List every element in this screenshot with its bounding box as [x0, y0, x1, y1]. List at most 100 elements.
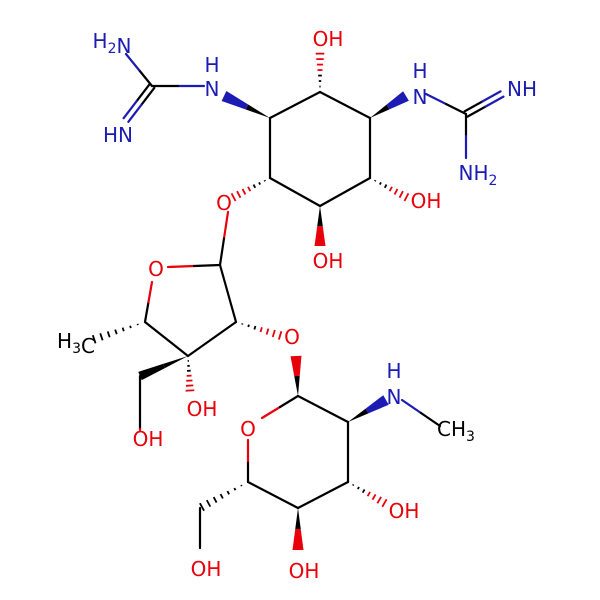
- pyr-c5-ch2-hash-hash-3: [226, 490, 230, 495]
- label-n-methylamino: N: [387, 385, 402, 409]
- c3-n-wedge-b: [386, 91, 409, 110]
- c6-o-hash-hash-2: [258, 181, 261, 185]
- fur-c4-o-b: [147, 280, 154, 304]
- pyr-c5-ch2-hash-hash-5: [212, 496, 218, 503]
- pyr-c3-oh-hash-hash-3: [361, 488, 366, 494]
- n-right-c-a: [424, 92, 448, 106]
- c4-oh-hash-hash-4: [388, 186, 393, 192]
- fur-c2-o-hash-hash-6: [271, 329, 276, 338]
- pyr-c5-ch2-hash-hash-6: [205, 499, 212, 508]
- pyr-c5-ch2-hash-hash-7: [199, 502, 205, 512]
- pyr-c3-oh-hash-hash-7: [381, 498, 388, 508]
- guan-right-imine-1-b: [484, 95, 505, 108]
- pyr-c3-oh-hash-hash-5: [371, 493, 377, 501]
- label-oh-right: OH: [411, 189, 442, 213]
- label-o-glycoside-2: O: [284, 325, 300, 349]
- fur-c2-o-hash-hash-3: [253, 325, 257, 330]
- pyr-c4-oh-wedge-b: [292, 529, 304, 550]
- c4-oh-hash-hash-3: [383, 184, 388, 189]
- pyr-n-ch3-a: [400, 398, 423, 415]
- ring-bond-2: [318, 90, 372, 120]
- fur-c3-ch2-wedge-a: [163, 356, 188, 369]
- pyr-o-c1-b: [278, 394, 300, 409]
- guan-right-imine-1-a: [466, 105, 487, 118]
- fur-c2-o-hash-hash-2: [247, 324, 250, 328]
- guan-left-imine-2-b: [127, 103, 143, 123]
- label-nh-imine-right: NH: [507, 77, 537, 101]
- c6-o-hash-hash-1: [263, 179, 266, 182]
- pyr-c2-n-wedge-a: [348, 408, 369, 422]
- label-oh-ch2: OH: [133, 427, 164, 451]
- fur-c4-ch3-hash-hash-4: [114, 329, 118, 335]
- c3-n-wedge-a: [370, 104, 390, 118]
- guan-left-imine-2-a: [140, 86, 156, 106]
- label-ch3-methylamino: CH3: [437, 417, 475, 445]
- fur-c4-ch3-hash-hash-7: [91, 334, 97, 344]
- c6-o-hash-hash-5: [241, 188, 247, 195]
- guan-right-imine-2-b: [481, 90, 502, 103]
- label-o-glycoside-1: O: [216, 191, 232, 215]
- c6-o-hash-hash-7: [230, 192, 237, 202]
- ring-bond-1: [268, 90, 322, 120]
- label-oh-pyranose-right: OH: [389, 499, 420, 523]
- c1-n-wedge-a: [245, 104, 270, 118]
- guan-left-imine-1-a: [135, 83, 151, 103]
- c4-oh-hash-hash-7: [403, 192, 410, 202]
- pyr-c5-ch2-hash-hash-2: [233, 487, 237, 491]
- fur-c4-ch3-hash-hash-2: [129, 325, 132, 329]
- fur-c3-c4: [143, 320, 190, 358]
- c4-oh-hash-hash-6: [398, 190, 404, 199]
- pyr-c3-c4: [296, 480, 350, 510]
- wedge-bond-layer: [91, 52, 410, 550]
- guan-left-imine-1-b: [122, 100, 138, 120]
- c5-oh-wedge-b: [314, 226, 326, 246]
- label-hn-imine-left: HN: [103, 123, 133, 147]
- bond-layer: [122, 52, 505, 550]
- label-n-right-h: H: [412, 59, 427, 83]
- pyr-c2-n-wedge-b: [365, 395, 389, 414]
- c6-o-hash-hash-6: [236, 190, 242, 199]
- fur-c4-ch3-hash-hash-5: [106, 331, 111, 338]
- label-oh-top: OH: [313, 27, 344, 51]
- label-n-left: N: [205, 77, 220, 101]
- label-nh2-right: NH2: [459, 161, 498, 189]
- label-h2n-left: H2N: [93, 29, 132, 58]
- pyr-c1-o-wedge-a: [294, 375, 300, 396]
- pyr-c3-oh-hash-hash-2: [357, 486, 360, 490]
- pyr-c4-oh-wedge-a: [295, 508, 301, 529]
- pyr-c1-o-wedge-b: [290, 355, 302, 377]
- fur-c3-ch2-wedge-b: [138, 363, 165, 381]
- fur-c2-o-hash-hash-4: [259, 327, 263, 333]
- pyr-o-c1-a: [260, 405, 282, 420]
- fur-o-c1-a: [166, 264, 196, 269]
- ring-bond-4: [318, 176, 372, 208]
- fur-c4-o-a: [143, 300, 150, 324]
- pyr-c5-ch2-hash-hash-1: [240, 484, 243, 487]
- label-n-right: N: [413, 85, 428, 109]
- o-link1-c1-a: [222, 210, 230, 240]
- pyr-c1-c2: [296, 394, 350, 424]
- label-n-methylamino-h: H: [386, 359, 401, 383]
- fur-c1-c2: [218, 263, 238, 324]
- pyr-c3-oh-hash-hash-1: [352, 484, 355, 486]
- n-right-c-b: [444, 102, 468, 116]
- ring-bond-5: [268, 176, 322, 208]
- label-o-furanose-ring: O: [148, 257, 164, 281]
- guan-right-imine-2-a: [463, 100, 484, 113]
- label-o-pyranose-ring: O: [240, 417, 256, 441]
- label-oh-mid: OH: [313, 249, 344, 273]
- c5-oh-wedge-a: [317, 206, 323, 226]
- pyr-n-ch3-b: [419, 411, 442, 428]
- fur-c4-ch3-hash-hash-6: [99, 333, 104, 341]
- c4-oh-hash-hash-5: [393, 188, 399, 195]
- c4-oh-hash-hash-1: [374, 179, 377, 182]
- fur-c2-o-hash-hash-7: [277, 331, 283, 340]
- pyr-c3-oh-hash-hash-4: [366, 491, 371, 497]
- label-ch3-left: H3C: [57, 329, 95, 358]
- o-link1-c1-b: [218, 237, 226, 267]
- pyr-c5-ch2-hash-hash-4: [219, 493, 224, 499]
- label-oh-quaternary: OH: [187, 397, 218, 421]
- fur-c4-ch3-hash-hash-3: [121, 327, 125, 332]
